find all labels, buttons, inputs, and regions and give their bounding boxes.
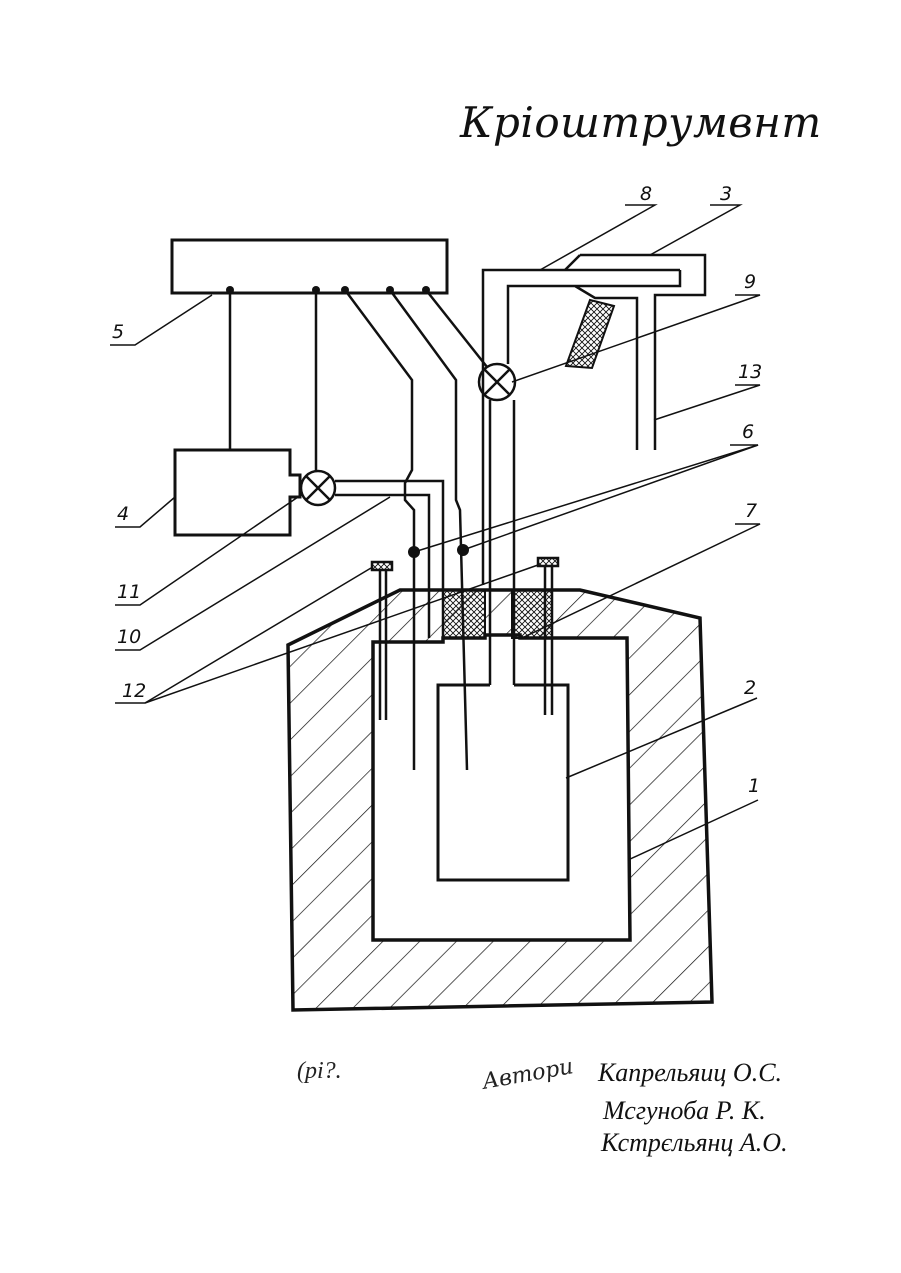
callout-4: 4 <box>117 503 129 525</box>
author-2: Мсгуноба Р. К. <box>603 1096 766 1126</box>
callout-1: 1 <box>748 775 760 797</box>
callout-12: 12 <box>122 680 146 702</box>
callout-5: 5 <box>112 321 124 343</box>
filter-insert <box>566 300 614 368</box>
callout-2: 2 <box>744 677 756 699</box>
callout-8: 8 <box>640 183 652 205</box>
author-3: Кстрєльянц А.О. <box>601 1128 788 1158</box>
callout-11: 11 <box>117 581 141 603</box>
figure-label: (рі?. <box>297 1058 342 1085</box>
control-unit <box>172 240 447 293</box>
author-1: Капрельяиц О.С. <box>598 1058 782 1088</box>
callout-3: 3 <box>720 183 732 205</box>
callout-7: 7 <box>745 500 757 522</box>
callout-6: 6 <box>742 421 754 443</box>
callout-10: 10 <box>117 626 141 648</box>
callout-13: 13 <box>738 361 762 383</box>
working-chamber <box>438 685 568 880</box>
supply-block <box>175 450 300 535</box>
callout-9: 9 <box>744 271 756 293</box>
